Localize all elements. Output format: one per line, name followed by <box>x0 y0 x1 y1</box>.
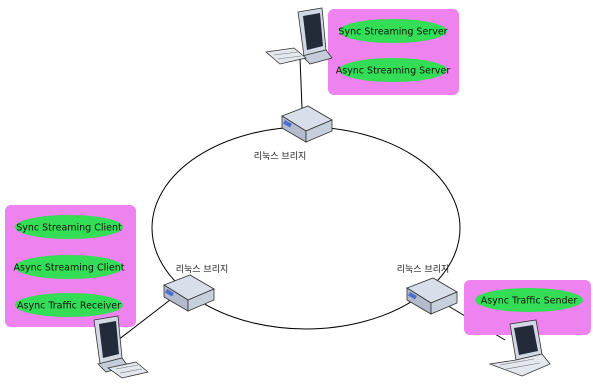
link-server-to-bridge <box>299 57 303 109</box>
service-label: Async Streaming Client <box>14 263 125 274</box>
laptop-icon <box>488 319 551 377</box>
service-label: Async Streaming Server <box>336 66 451 77</box>
bridge-router-icon <box>163 274 215 312</box>
service-pill <box>339 19 447 43</box>
link-bridge-to-client <box>117 299 171 341</box>
service-pill <box>15 293 123 317</box>
service-label: Async Traffic Receiver <box>17 301 121 312</box>
bridge-router-icon <box>406 277 458 315</box>
service-pill <box>475 288 583 312</box>
desktop-computer-icon <box>93 315 149 379</box>
bridge-label: 리눅스 브리지 <box>176 264 229 275</box>
service-pill <box>339 58 447 82</box>
service-label: Sync Streaming Client <box>16 223 122 234</box>
service-pill <box>15 215 123 239</box>
bridge-router-icon <box>281 105 333 143</box>
service-label: Async Traffic Sender <box>481 296 578 307</box>
desktop-computer-icon <box>265 7 333 65</box>
service-pill <box>15 255 123 279</box>
service-label: Sync Streaming Server <box>338 27 447 38</box>
bridge-label: 리눅스 브리지 <box>397 264 450 275</box>
bridge-label: 리눅스 브리지 <box>254 151 307 162</box>
